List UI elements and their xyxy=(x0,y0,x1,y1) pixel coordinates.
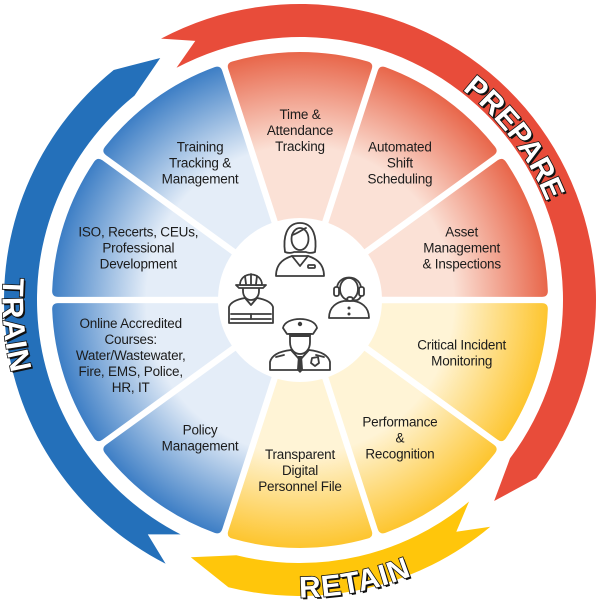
segment-label-line: & Inspections xyxy=(422,256,501,271)
phase-arrow-prepare xyxy=(161,3,597,502)
segment-train-4 xyxy=(103,66,272,250)
segment-retain-1 xyxy=(368,303,548,442)
segment-label-line: Fire, EMS, Police, xyxy=(78,364,182,379)
segment-label-line: HR, IT xyxy=(112,380,150,395)
segment-label-line: Management xyxy=(162,439,239,454)
segment-label-line: Personnel File xyxy=(258,479,342,494)
segment-label: Performance&Recognition xyxy=(362,415,437,462)
phase-ring xyxy=(3,3,597,596)
segment-retain-2 xyxy=(328,350,497,534)
segment-label-line: Monitoring xyxy=(431,354,492,369)
segment-label-line: Performance xyxy=(362,415,437,430)
segment-train-2 xyxy=(52,303,232,442)
segment-prepare-3 xyxy=(368,158,548,297)
segment-label-line: ISO, Recerts, CEUs, xyxy=(78,224,198,239)
segment-train-3 xyxy=(52,158,232,297)
segment-label-line: Tracking & xyxy=(169,155,231,170)
segment-label-line: Training xyxy=(177,139,224,154)
segment-label-line: Courses: xyxy=(105,332,157,347)
segment-label-line: Professional xyxy=(102,240,174,255)
segment-label-line: Policy xyxy=(183,423,218,438)
segment-label-line: Water/Wastewater, xyxy=(76,348,186,363)
segment-label-line: Digital xyxy=(282,463,318,478)
segment-train-1 xyxy=(103,350,272,534)
segment-wheel xyxy=(52,51,548,548)
segment-label-line: Development xyxy=(100,256,178,271)
segment-prepare-1 xyxy=(227,51,373,222)
office-worker-icon xyxy=(275,222,325,277)
dispatcher-headset-icon xyxy=(328,276,370,319)
segment-label-line: Recognition xyxy=(365,447,434,462)
police-officer-icon xyxy=(269,318,331,373)
phase-arrow-retain xyxy=(190,501,491,596)
firefighter-icon xyxy=(228,273,274,324)
segment-label-line: Automated xyxy=(368,139,432,154)
segment-label-line: Attendance xyxy=(267,123,333,138)
hub-circle xyxy=(220,220,380,380)
segment-label-line: Critical Incident xyxy=(417,338,506,353)
segment-label-line: Tracking xyxy=(275,139,325,154)
segment-label-line: Scheduling xyxy=(368,171,433,186)
segment-label-line: Online Accredited xyxy=(80,316,182,331)
center-hub xyxy=(220,220,380,380)
segment-label-line: Transparent xyxy=(265,447,336,462)
segment-label-line: Shift xyxy=(387,155,413,170)
segment-label-line: & xyxy=(396,431,405,446)
segment-label-line: Management xyxy=(162,171,239,186)
segment-label-line: Management xyxy=(423,240,500,255)
segment-prepare-2 xyxy=(328,66,497,250)
phase-arrow-train xyxy=(3,57,181,564)
segment-label-line: Asset xyxy=(445,224,478,239)
segment-retain-3 xyxy=(227,378,373,548)
segment-label-line: Time & xyxy=(279,107,320,122)
